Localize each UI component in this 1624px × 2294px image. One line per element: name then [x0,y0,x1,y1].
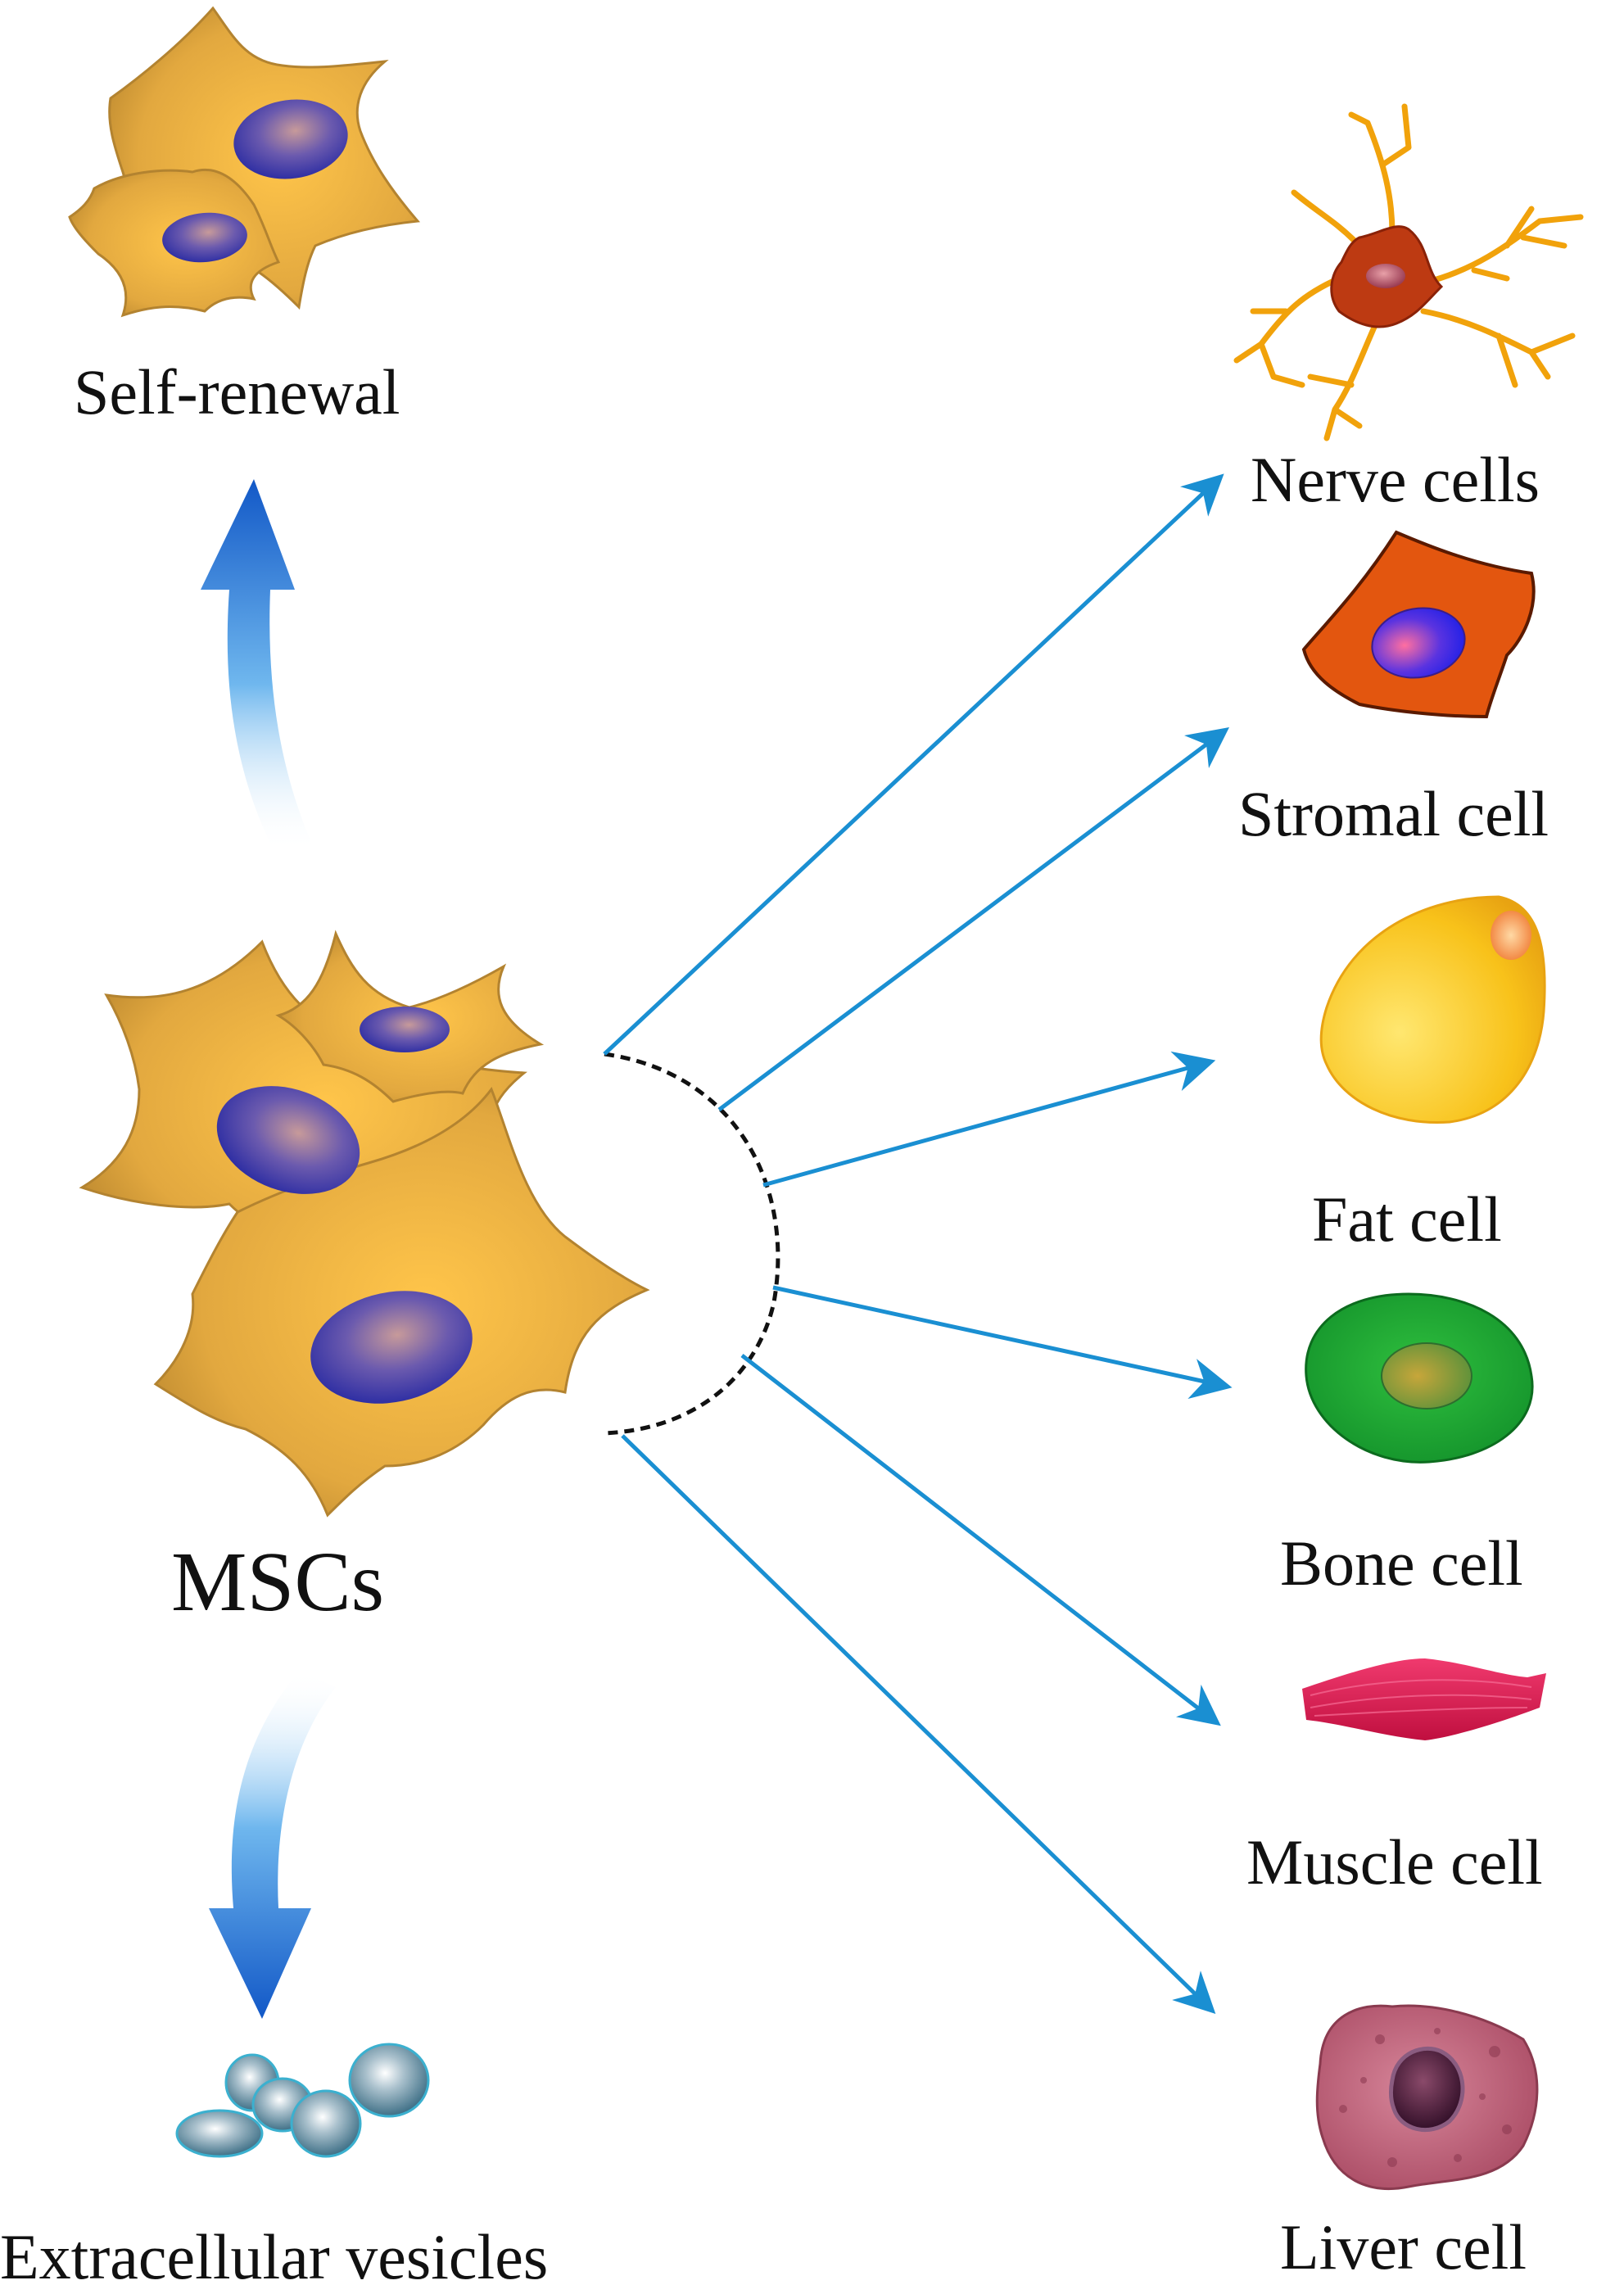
self-renewal-arrow-icon [201,479,315,852]
bone-cell-label: Bone cell [1280,1527,1523,1599]
arrow-to-fat-cell [762,1051,1216,1188]
muscle-cell-label: Muscle cell [1246,1826,1543,1898]
liver-cell-icon [1315,2004,1539,2190]
msc-cluster-icon [79,930,650,1518]
arrow-to-stromal-cell [717,727,1230,1112]
arrow-to-muscle-cell [740,1354,1221,1726]
muscle-cell-icon [1302,1658,1546,1740]
stromal-cell-icon [1301,530,1536,719]
stromal-cell-label: Stromal cell [1238,778,1549,849]
liver-cell-label: Liver cell [1280,2211,1527,2283]
nerve-cell-icon [1233,103,1584,441]
arrow-to-nerve-cells [603,473,1224,1056]
vesicle-arrow-icon [209,1671,336,2019]
bone-cell-icon [1305,1292,1534,1464]
fat-cell-icon [1319,895,1546,1124]
arrow-to-liver-cell [621,1434,1216,2014]
mscs-label: MSCs [171,1535,385,1629]
self-renewal-label: Self-renewal [74,356,400,428]
nerve-cells-label: Nerve cells [1251,444,1540,515]
extracellular-vesicles-icon [175,2043,430,2158]
differentiation-arc [604,1052,780,1436]
self-renewal-cells-icon [68,6,421,318]
arrow-to-bone-cell [772,1285,1233,1400]
fat-cell-label: Fat cell [1312,1183,1502,1255]
extracellular-vesicles-label: Extracellular vesicles [0,2221,549,2292]
differentiation-arrows [603,473,1233,2014]
